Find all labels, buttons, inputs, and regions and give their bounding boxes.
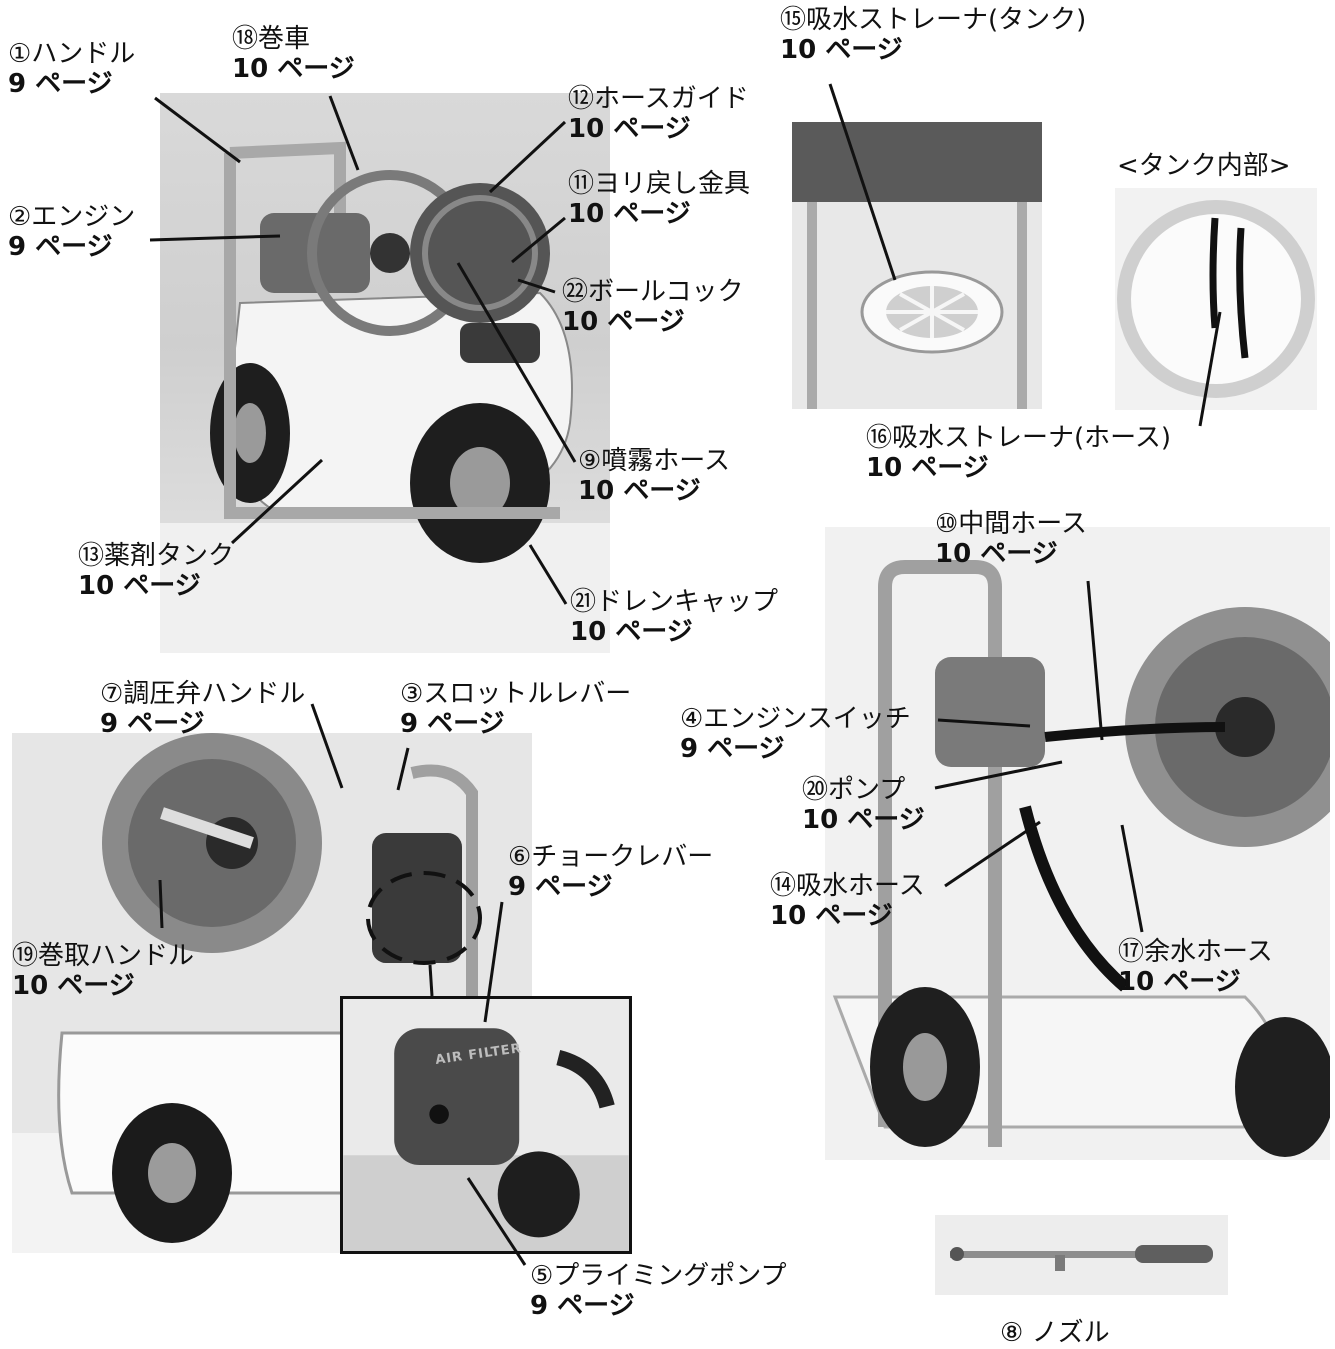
label-name: ㉑ドレンキャップ (570, 587, 779, 617)
label-winding-handle: ⑲巻取ハンドル 10 ページ (12, 941, 195, 1002)
label-strainer-hose: ⑯吸水ストレーナ(ホース) 10 ページ (866, 423, 1171, 484)
label-name: ②エンジン (8, 202, 136, 232)
label-page: 10 ページ (12, 970, 135, 1001)
label-page: 9 ページ (100, 708, 205, 739)
label-page: 9 ページ (8, 231, 113, 262)
label-name: ⑤プライミングポンプ (530, 1261, 787, 1291)
label-page: 10 ページ (866, 452, 989, 483)
label-strainer-tank: ⑮吸水ストレーナ(タンク) 10 ページ (780, 5, 1087, 66)
label-name: ⑮吸水ストレーナ(タンク) (780, 5, 1087, 35)
label-page: 10 ページ (780, 34, 903, 65)
nozzle-illustration (935, 1215, 1228, 1295)
label-engine-switch: ④エンジンスイッチ 9 ページ (680, 704, 911, 765)
label-ball-cock: ㉒ボールコック 10 ページ (562, 277, 744, 338)
label-choke: ⑥チョークレバー 9 ページ (508, 842, 714, 903)
tank-strainer-illustration (792, 122, 1042, 409)
photo-nozzle (935, 1215, 1228, 1295)
label-name: ⑨噴霧ホース (578, 446, 731, 476)
label-name: ⑳ポンプ (802, 775, 906, 805)
label-page: 9 ページ (508, 871, 613, 902)
label-overflow-hose: ⑰余水ホース 10 ページ (1118, 937, 1273, 998)
photo-tank-inside (1115, 188, 1317, 410)
label-name: ⑬薬剤タンク (78, 541, 235, 571)
label-pressure-handle: ⑦調圧弁ハンドル 9 ページ (100, 679, 306, 740)
label-page: 9 ページ (400, 708, 505, 739)
label-name: ⑱巻車 (232, 24, 311, 54)
inset-air-filter: AIR FILTER (340, 996, 632, 1254)
photo-engine-pump (825, 527, 1330, 1160)
label-middle-hose: ⑩中間ホース 10 ページ (935, 509, 1088, 570)
label-spray-hose: ⑨噴霧ホース 10 ページ (578, 446, 731, 507)
label-hose-guide: ⑫ホースガイド 10 ページ (568, 84, 749, 145)
label-engine: ②エンジン 9 ページ (8, 202, 136, 263)
label-page: 10 ページ (568, 198, 691, 229)
label-page: 9 ページ (8, 68, 113, 99)
label-drain-cap: ㉑ドレンキャップ 10 ページ (570, 587, 779, 648)
label-name: ⑰余水ホース (1118, 937, 1273, 967)
label-page: 9 ページ (530, 1290, 635, 1321)
label-page: 10 ページ (562, 306, 685, 337)
label-suction-hose: ⑭吸水ホース 10 ページ (770, 871, 925, 932)
label-nozzle: ⑧ ノズル (1000, 1318, 1110, 1348)
label-handle: ①ハンドル 9 ページ (8, 39, 136, 100)
label-page: 10 ページ (570, 616, 693, 647)
label-name: ③スロットルレバー (400, 679, 632, 709)
label-swivel: ⑪ヨリ戻し金具 10 ページ (568, 169, 751, 230)
label-name: ①ハンドル (8, 39, 136, 69)
label-pump: ⑳ポンプ 10 ページ (802, 775, 925, 836)
label-name: ⑦調圧弁ハンドル (100, 679, 306, 709)
tank-inside-illustration (1115, 188, 1317, 410)
label-page: 10 ページ (578, 475, 701, 506)
label-page: 10 ページ (78, 570, 201, 601)
label-page: 10 ページ (568, 113, 691, 144)
label-name: ④エンジンスイッチ (680, 704, 911, 734)
label-reel: ⑱巻車 10 ページ (232, 24, 355, 85)
label-page: 10 ページ (935, 538, 1058, 569)
label-throttle: ③スロットルレバー 9 ページ (400, 679, 632, 740)
label-page: 9 ページ (680, 733, 785, 764)
label-name: ㉒ボールコック (562, 277, 744, 307)
label-page: 10 ページ (770, 900, 893, 931)
label-priming: ⑤プライミングポンプ 9 ページ (530, 1261, 787, 1322)
label-name: ⑭吸水ホース (770, 871, 925, 901)
label-tank-inside: <タンク内部> (1117, 151, 1291, 181)
label-name: ⑲巻取ハンドル (12, 941, 195, 971)
label-name: ⑩中間ホース (935, 509, 1088, 539)
label-name: ⑯吸水ストレーナ(ホース) (866, 423, 1171, 453)
air-filter-illustration (343, 999, 629, 1251)
engine-pump-illustration (825, 527, 1330, 1160)
label-name: ⑥チョークレバー (508, 842, 714, 872)
label-page: 10 ページ (802, 804, 925, 835)
label-name: ⑪ヨリ戻し金具 (568, 169, 751, 199)
label-name: ⑫ホースガイド (568, 84, 749, 114)
label-tank: ⑬薬剤タンク 10 ページ (78, 541, 235, 602)
label-page: 10 ページ (232, 53, 355, 84)
photo-tank-strainer (792, 122, 1042, 409)
label-page: 10 ページ (1118, 966, 1241, 997)
